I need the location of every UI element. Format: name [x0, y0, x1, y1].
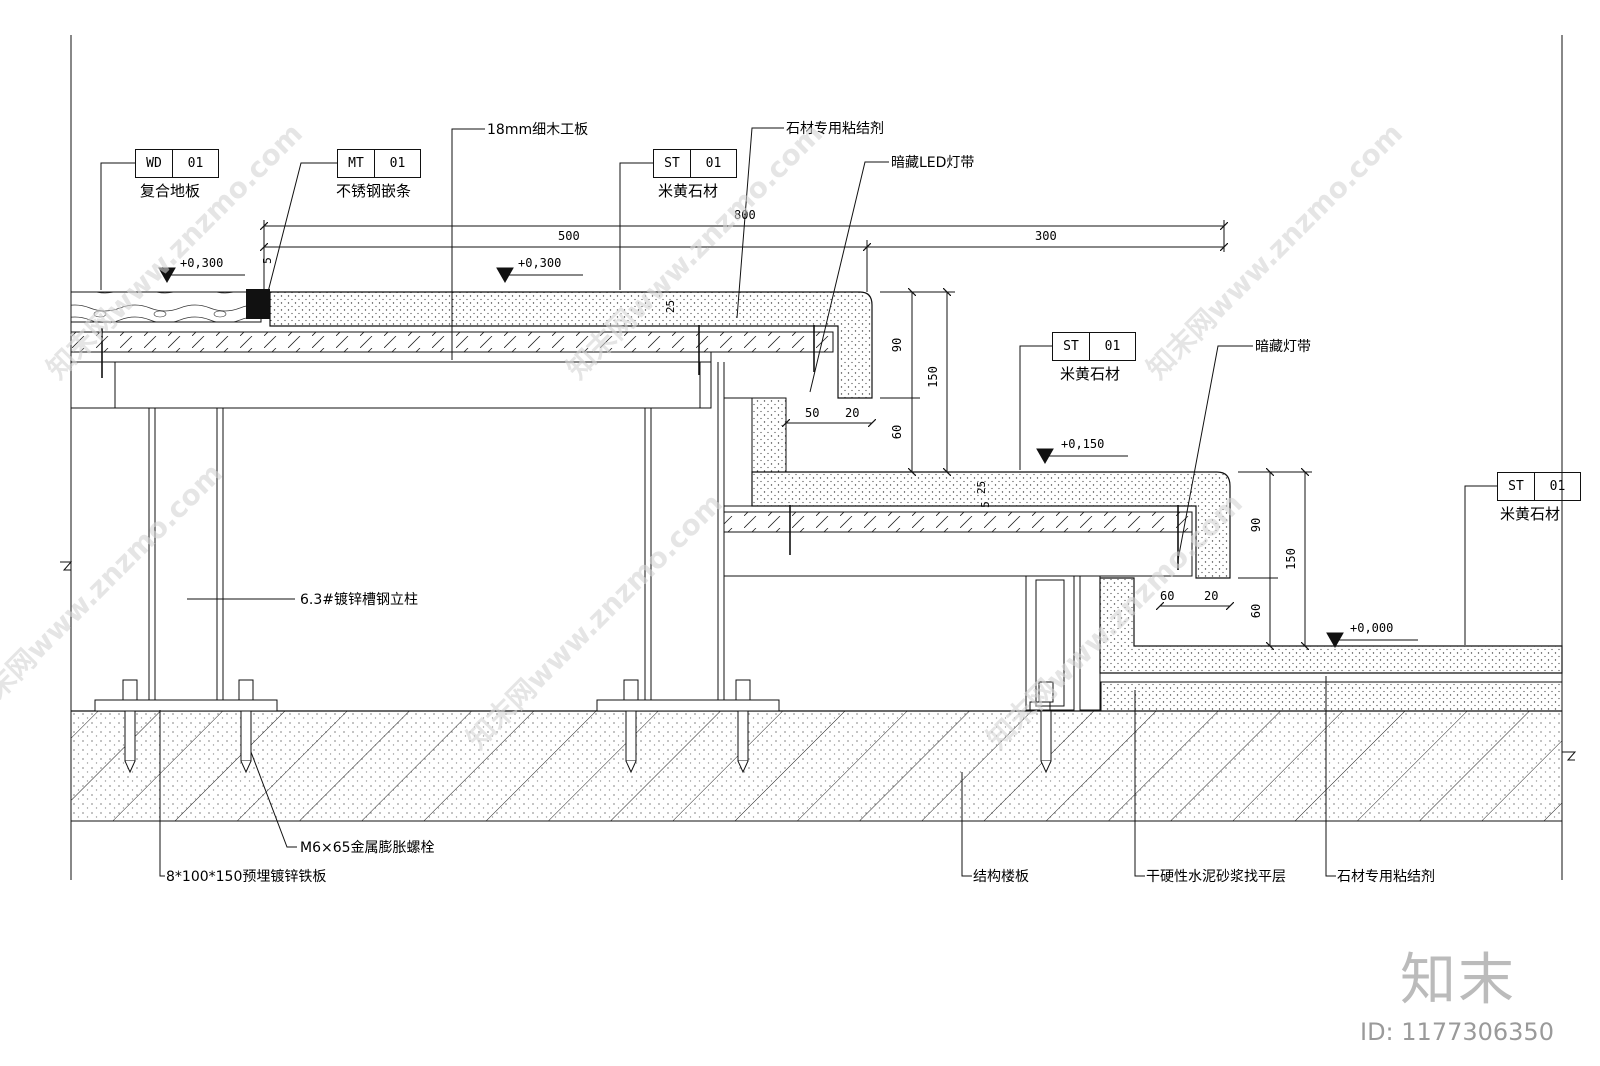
- brand-logo: 知末: [1400, 948, 1516, 1013]
- concrete-slab: [71, 710, 1562, 822]
- callout-hidden-strip: 暗藏灯带: [1255, 339, 1311, 355]
- middle-stone: [751, 471, 1231, 579]
- tag-num: 01: [705, 156, 722, 171]
- upper-steel-beam: [70, 361, 712, 409]
- dim-300: 300: [1035, 229, 1057, 243]
- tag-label: 米黄石材: [1060, 365, 1121, 383]
- dim-500: 500: [558, 229, 580, 243]
- watermark: 知末网www.znzmo.com: [460, 486, 729, 756]
- tag-code: ST: [654, 150, 691, 177]
- level-stone-top: +0,300: [518, 256, 562, 270]
- dim-5: 5: [260, 257, 274, 264]
- dim-50: 50: [805, 406, 820, 420]
- lower-post: [1025, 575, 1101, 711]
- dim-60h: 60: [1160, 589, 1175, 603]
- tag-mt: MT 01: [337, 149, 421, 178]
- tag-num: 01: [1549, 479, 1566, 494]
- tag-st: ST 01: [653, 149, 737, 178]
- level-wood: +0,300: [180, 256, 224, 270]
- tag-st: ST 01: [1052, 332, 1136, 361]
- callout-plywood: 18mm细木工板: [487, 122, 589, 138]
- tag-num: 01: [187, 156, 204, 171]
- dim-60a: 60: [890, 424, 905, 440]
- dim-90a: 90: [890, 337, 905, 353]
- dim-20a: 20: [845, 406, 860, 420]
- level-floor: +0,000: [1350, 621, 1394, 635]
- dim-90b: 90: [1249, 517, 1264, 533]
- dim-20b: 20: [1204, 589, 1219, 603]
- callout-mortar: 干硬性水泥砂浆找平层: [1146, 869, 1286, 885]
- middle-plywood: [723, 511, 1193, 577]
- callout-led-strip: 暗藏LED灯带: [891, 155, 975, 171]
- tag-code: WD: [136, 150, 173, 177]
- callout-adhesive-bottom: 石材专用粘结剂: [1337, 869, 1435, 885]
- upper-stone: [269, 291, 873, 399]
- tag-code: MT: [338, 150, 375, 177]
- tag-st: ST 01: [1497, 472, 1581, 501]
- callout-steel-column: 6.3#镀锌槽钢立柱: [300, 592, 418, 608]
- wood-floor: [70, 289, 270, 323]
- callout-adhesive-top: 石材专用粘结剂: [786, 121, 884, 137]
- floor-stone: [1099, 577, 1563, 683]
- dim-5b: 5: [978, 501, 992, 508]
- upper-riser: [723, 397, 787, 507]
- dim-150a: 150: [925, 366, 940, 388]
- callout-plate: 8*100*150预埋镀锌铁板: [166, 869, 327, 885]
- image-id: ID: 1177306350: [1360, 1018, 1554, 1046]
- level-markers: [158, 267, 1418, 649]
- dim-25b: 25: [975, 480, 989, 495]
- leader-lines: [100, 127, 1497, 877]
- tag-code: ST: [1498, 473, 1535, 500]
- watermark: 知末网www.znzmo.com: [980, 486, 1249, 756]
- dim-150b: 150: [1283, 548, 1298, 570]
- tag-label: 米黄石材: [1500, 505, 1561, 523]
- level-step-mid: +0,150: [1061, 437, 1105, 451]
- callout-slab: 结构楼板: [973, 869, 1029, 885]
- mortar-bed: [1100, 681, 1563, 712]
- tag-label: 不锈钢嵌条: [336, 182, 412, 200]
- tag-num: 01: [389, 156, 406, 171]
- anchor-bolts: [122, 679, 1054, 774]
- watermark: 知末网www.znzmo.com: [0, 456, 229, 726]
- callout-bolt: M6×65金属膨胀螺栓: [300, 840, 435, 856]
- dim-60b: 60: [1249, 603, 1264, 619]
- dim-total: 800: [734, 208, 756, 222]
- screws: [101, 325, 1179, 570]
- tag-wd: WD 01: [135, 149, 219, 178]
- tag-code: ST: [1053, 333, 1090, 360]
- tag-label: 复合地板: [140, 182, 201, 200]
- tag-num: 01: [1104, 339, 1121, 354]
- tag-label: 米黄石材: [658, 182, 719, 200]
